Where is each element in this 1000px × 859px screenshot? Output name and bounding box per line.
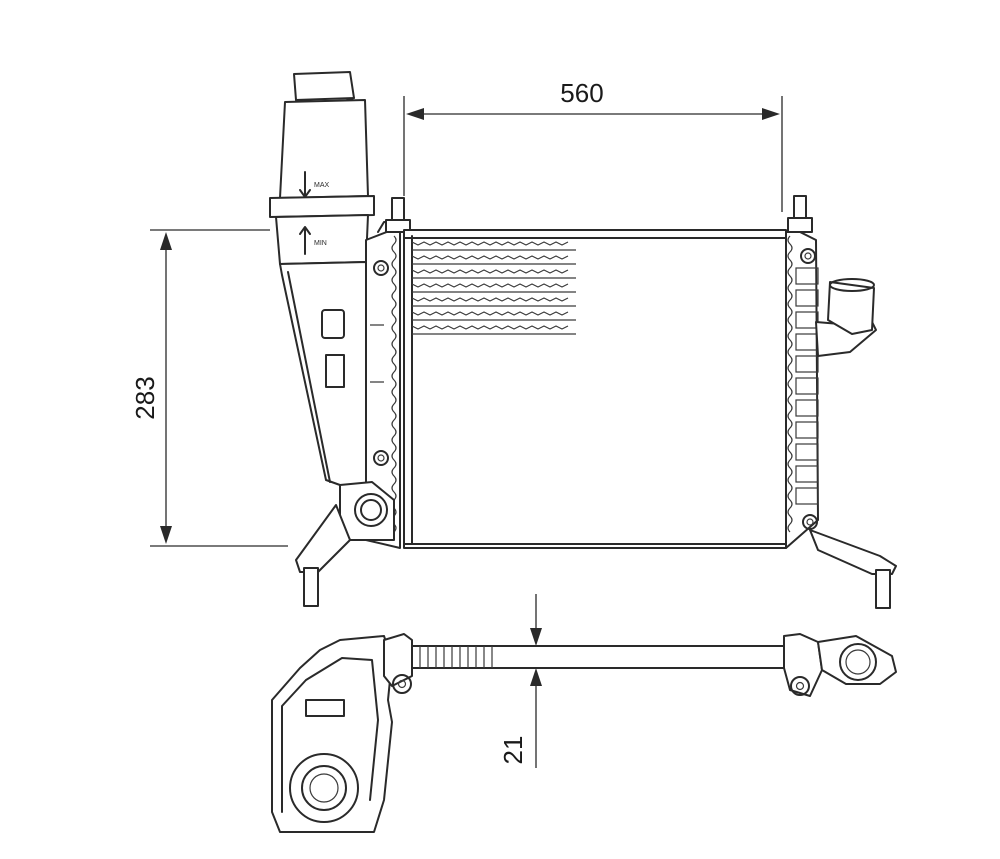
dimension-height: 283 — [130, 229, 288, 547]
top-view — [271, 633, 897, 833]
dimension-thickness: 21 — [498, 594, 542, 768]
height-dimension-label: 283 — [130, 376, 160, 419]
expansion-tank: MAX MIN — [269, 71, 375, 486]
thickness-dimension-label: 21 — [498, 736, 528, 765]
min-level-marker: MIN — [299, 226, 327, 255]
max-level-label: MAX — [314, 182, 330, 189]
width-dimension-label: 560 — [560, 78, 603, 108]
min-level-label: MIN — [314, 240, 327, 247]
top-view-fins — [419, 646, 493, 668]
right-header-tank — [785, 195, 897, 609]
front-view: MAX MIN — [269, 71, 897, 609]
left-header-tank — [295, 197, 411, 607]
tank-ribs — [795, 267, 819, 505]
radiator-core — [403, 229, 787, 549]
dimension-width: 560 — [403, 78, 783, 212]
fin-pattern — [411, 241, 576, 335]
max-level-marker: MAX — [299, 171, 330, 198]
